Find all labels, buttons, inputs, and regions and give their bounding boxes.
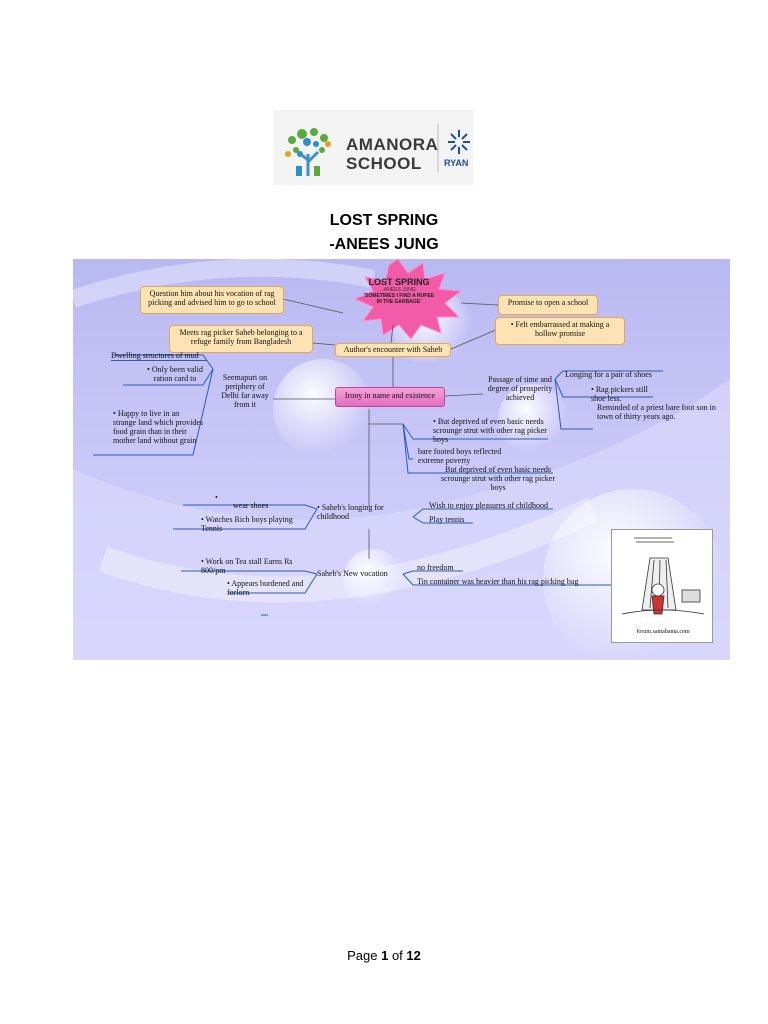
happy-text: Happy to live in an strange land which p… [113,409,203,445]
tea-stall-node: • Work on Tea stall Earns Rs 800/pm [201,557,293,575]
logo-text-line1: AMANORA [346,135,439,154]
question-box: Question him about his vocation of rag p… [140,286,284,314]
star-quote-line2: IN THE GARBAGE' [376,299,422,305]
burdened-text: Appears burdened and forlorn [227,579,304,597]
no-freedom-node: no freedom [417,563,454,572]
burdened-node: • Appears burdened and forlorn [227,579,304,597]
sahebs-longing-text: Saheb's longing for childhood [317,503,384,521]
encounter-box: Author's encounter with Saheb [335,343,451,357]
partner-logo-text: RYAN [444,158,469,168]
enjoy-childhood-node: Wish to enjoy pleasures of childhood [429,501,548,510]
document-title: LOST SPRING [329,212,439,229]
meets-box: Meets rag picker Saheb belonging to a re… [169,325,313,353]
cartoon-caption: forum.santabanta.com [636,629,690,635]
shoeless-node: • Rag pickers still shoe less. [591,385,648,403]
school-logo: AMANORA SCHOOL RYAN [274,110,473,185]
seemapuri-node: Seemapuri on periphery of Delhi far away… [221,373,269,409]
total-pages: 12 [406,948,421,963]
deprived-node-1: • But deprived of even basic needs scrou… [433,417,547,444]
star-title: LOST SPRING [368,277,430,287]
longing-shoes-node: Longing for a pair of shoes [565,370,652,379]
empty-bullet: • [215,493,218,502]
ration-node: • Only been valid ration card to [147,365,203,383]
new-vocation-node: Saheb's New vocation [317,569,388,578]
embarrassed-box: • Felt embarrassed at making a hollow pr… [495,317,625,345]
sahebs-longing-node: • Saheb's longing for childhood [317,503,384,521]
star-text: LOST SPRING -ANEES JUNG 'SOMETIMES I FIN… [359,277,439,305]
star-burst [353,259,463,340]
embarrassed-text: Felt embarrassed at making a hollow prom… [515,320,610,338]
dwelling-node: Dwelling structures of mud [111,351,207,361]
ration-text: Only been valid ration card to [151,365,203,383]
passage-node: Passage of time and degree of prosperity… [487,375,553,402]
star-author: -ANEES JUNG [382,287,416,293]
page-of: of [388,948,407,963]
shoeless-text: Rag pickers still shoe less. [591,385,648,403]
tree-logo-icon [285,124,470,176]
mind-map-image: LOST SPRING -ANEES JUNG 'SOMETIMES I FIN… [73,259,730,660]
barefooted-node: bare footed boys reflected extreme pover… [418,447,502,465]
promise-box: Promise to open a school [498,295,598,315]
reminded-node: Reminded of a priest bare foot son in to… [597,403,716,421]
page-label: Page [347,948,382,963]
cartoon-image: forum.santabanta.com [611,529,713,643]
watches-rich-node: • Watches Rich boys playing Tennis [201,515,293,533]
document-subtitle: -ANEES JUNG [329,236,439,253]
current-page: 1 [381,948,389,963]
play-tennis-node: Play tennis [429,515,465,524]
deprived-text-1: But deprived of even basic needs scroung… [433,417,547,444]
watches-rich-text: Watches Rich boys playing Tennis [201,515,293,533]
tea-stall-text: Work on Tea stall Earns Rs 800/pm [201,557,293,575]
page-number: Page 1 of 12 [0,948,768,963]
happy-node: • Happy to live in an strange land which… [113,409,203,445]
logo-text-line2: SCHOOL [346,154,422,173]
wear-shoes-node: wear shoes [233,501,269,510]
cartoon-drawing [621,537,705,615]
deprived-node-2: But deprived of even basic needs scroung… [441,465,555,492]
tin-container-node: Tin container was heavier than his rag p… [417,577,579,586]
irony-box: Irony in name and existence [335,387,445,407]
star-quote-line1: 'SOMETIMES I FIND A RUPEE [363,293,435,299]
